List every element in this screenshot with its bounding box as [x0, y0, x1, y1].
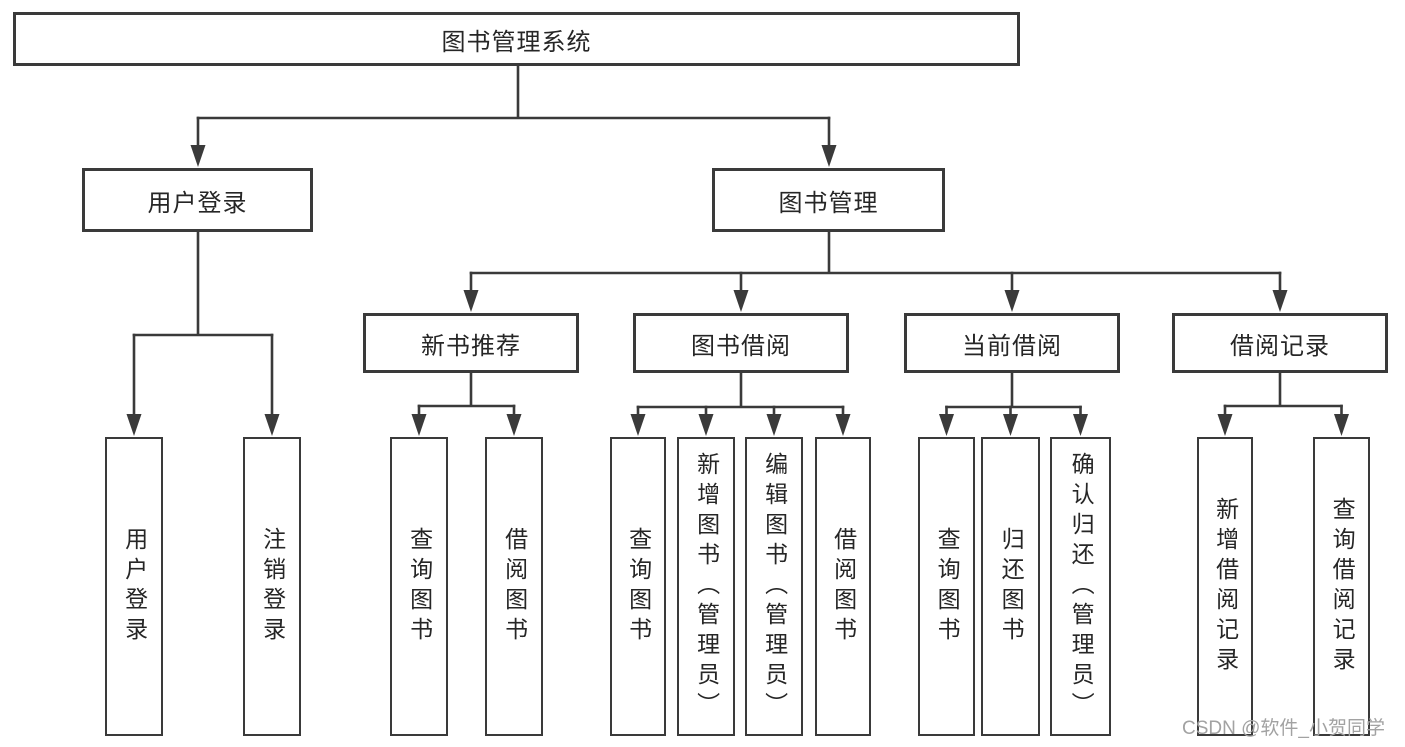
arrowhead-down-icon: [126, 414, 142, 436]
node-user-login: 用户登录: [82, 168, 313, 232]
connector-book-mgmt-to-level3: [463, 230, 1288, 312]
arrowhead-down-icon: [190, 145, 206, 167]
arrowhead-down-icon: [1272, 290, 1288, 312]
node-label: 当前借阅: [962, 332, 1062, 360]
leaf-return-books: 归还图书: [981, 437, 1040, 736]
node-label: 归还图书: [998, 526, 1025, 647]
node-label: 新增借阅记录: [1212, 496, 1239, 677]
arrowhead-down-icon: [821, 145, 837, 167]
leaf-query-books-recommend: 查询图书: [390, 437, 448, 736]
leaf-add-borrow-record: 新增借阅记录: [1197, 437, 1253, 736]
node-label: 查询借阅记录: [1329, 496, 1356, 677]
node-label: 图书管理: [778, 189, 879, 217]
node-label: 用户登录: [147, 189, 248, 217]
node-label: 新书推荐: [421, 332, 521, 360]
node-new-book-recommend: 新书推荐: [363, 313, 579, 373]
leaf-query-books-borrow: 查询图书: [610, 437, 666, 736]
node-label: 编辑图书（管理员）: [761, 451, 788, 722]
node-book-borrowing: 图书借阅: [633, 313, 849, 373]
leaf-query-books-current: 查询图书: [918, 437, 975, 736]
node-label: 新增图书（管理员）: [693, 451, 720, 722]
node-label: 查询图书: [934, 526, 961, 647]
arrowhead-down-icon: [506, 414, 522, 436]
node-label: 借阅图书: [830, 526, 857, 647]
node-borrowing-records: 借阅记录: [1172, 313, 1388, 373]
arrowhead-down-icon: [698, 414, 714, 436]
node-current-borrowing: 当前借阅: [904, 313, 1120, 373]
connector-borrow-records-to-children: [1217, 371, 1349, 436]
leaf-edit-books-admin: 编辑图书（管理员）: [745, 437, 803, 736]
arrowhead-down-icon: [1073, 414, 1088, 436]
arrowhead-down-icon: [1334, 414, 1349, 436]
arrowhead-down-icon: [1004, 290, 1020, 312]
arrowhead-down-icon: [463, 290, 479, 312]
node-label: 图书借阅: [691, 332, 791, 360]
arrowhead-down-icon: [766, 414, 782, 436]
connector-user-login-to-children: [126, 230, 280, 436]
arrowhead-down-icon: [733, 290, 749, 312]
node-book-management: 图书管理: [712, 168, 945, 232]
leaf-borrow-books: 借阅图书: [815, 437, 871, 736]
node-label: 借阅图书: [501, 526, 528, 647]
arrowhead-down-icon: [630, 414, 646, 436]
arrowhead-down-icon: [939, 414, 954, 436]
leaf-user-login: 用户登录: [105, 437, 163, 736]
watermark: CSDN @软件_小贺同学: [1182, 718, 1385, 739]
node-label: 注销登录: [259, 526, 286, 647]
arrowhead-down-icon: [264, 414, 280, 436]
leaf-logout: 注销登录: [243, 437, 301, 736]
arrowhead-down-icon: [1217, 414, 1233, 436]
node-label: 用户登录: [121, 526, 148, 647]
arrowhead-down-icon: [835, 414, 851, 436]
node-label: 图书管理系统: [441, 28, 592, 56]
node-label: 借阅记录: [1230, 332, 1330, 360]
connector-root-to-level2: [190, 64, 837, 167]
connector-current-borrow-to-children: [939, 371, 1088, 436]
connector-new-book-rec-to-children: [411, 371, 522, 436]
node-library-system: 图书管理系统: [13, 12, 1020, 66]
arrowhead-down-icon: [411, 414, 427, 436]
node-label: 查询图书: [625, 526, 652, 647]
node-label: 查询图书: [406, 526, 433, 647]
node-label: 确认归还（管理员）: [1068, 451, 1095, 722]
leaf-query-borrow-record: 查询借阅记录: [1313, 437, 1370, 736]
leaf-borrow-books-recommend: 借阅图书: [485, 437, 543, 736]
arrowhead-down-icon: [1003, 414, 1018, 436]
leaf-confirm-return-admin: 确认归还（管理员）: [1050, 437, 1111, 736]
leaf-add-books-admin: 新增图书（管理员）: [677, 437, 735, 736]
connector-book-borrow-to-children: [630, 371, 851, 436]
